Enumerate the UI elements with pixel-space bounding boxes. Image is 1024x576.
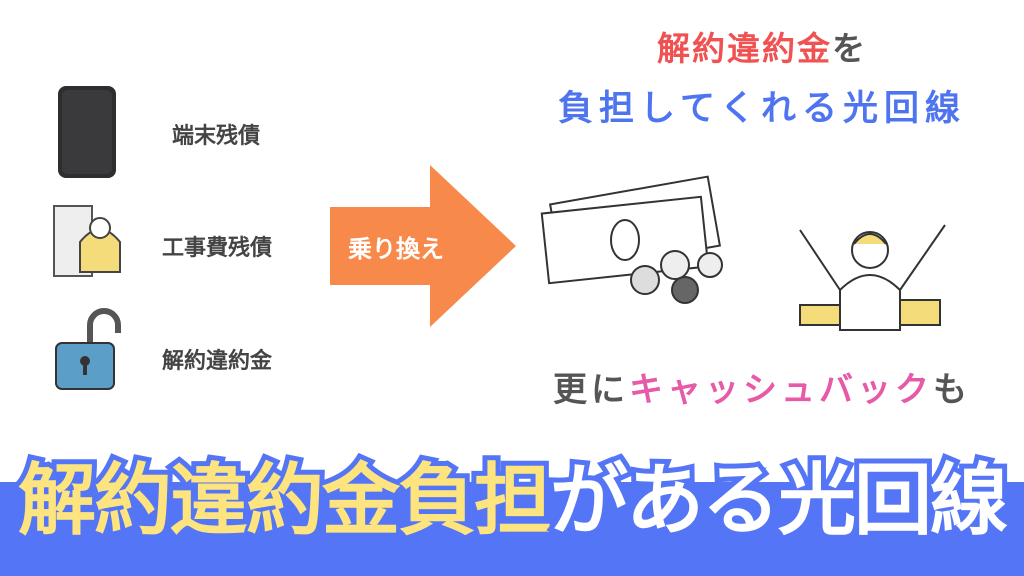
- item-device-balance: 端末残債: [172, 124, 261, 149]
- title-band: [0, 482, 1024, 576]
- cashback-suffix: も: [933, 370, 971, 410]
- title-yellow: 解約違約金負担: [13, 451, 557, 551]
- title-white: がある光回線: [545, 451, 1013, 551]
- item-construction-balance: 工事費残債: [162, 236, 273, 261]
- main-title: 解約違約金負担がある光回線: [0, 438, 1024, 551]
- arrow-icon: [330, 165, 516, 327]
- cashback-line: 更にキャッシュバックも: [500, 362, 1024, 411]
- celebrating-person-illustration: [799, 224, 946, 331]
- money-illustration: [540, 175, 723, 304]
- heading-rest: を: [832, 29, 867, 68]
- arrow-label: 乗り換え: [348, 235, 444, 263]
- heading-line2: 負担してくれる光回線: [558, 89, 966, 129]
- heading-red: 解約違約金: [657, 29, 832, 68]
- cashback-highlight: キャッシュバック: [629, 370, 933, 410]
- open-padlock-icon: [55, 308, 121, 390]
- heading-line1: 解約違約金を: [500, 22, 1024, 70]
- cashback-prefix: 更に: [553, 370, 629, 410]
- router-icon: [58, 86, 116, 178]
- construction-worker-icon: [53, 205, 121, 277]
- item-cancellation-fee: 解約違約金: [162, 349, 273, 374]
